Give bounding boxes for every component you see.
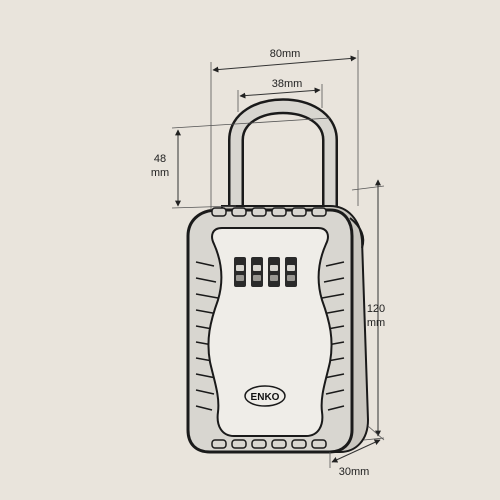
dim-shackle-width: 38mm bbox=[237, 78, 323, 112]
label-depth: 30mm bbox=[339, 466, 370, 478]
label-shackle-height-value: 48 bbox=[154, 153, 166, 165]
shackle bbox=[228, 98, 338, 215]
label-shackle-height-unit: mm bbox=[151, 167, 169, 179]
label-body-height-value: 120 bbox=[367, 303, 385, 315]
dim-body-height: 120 mm bbox=[351, 179, 385, 441]
label-shackle-width: 38mm bbox=[272, 78, 303, 90]
combination-dials bbox=[234, 257, 297, 287]
dim-width-overall: 80mm bbox=[210, 48, 359, 210]
lock-body: ENKO bbox=[186, 207, 354, 454]
brand-label: ENKO bbox=[251, 392, 280, 403]
dim-depth: 30mm bbox=[329, 425, 385, 478]
brand-logo: ENKO bbox=[244, 385, 286, 407]
label-body-height-unit: mm bbox=[367, 317, 385, 329]
label-width-overall: 80mm bbox=[270, 48, 301, 60]
dim-shackle-height: 48 mm bbox=[151, 117, 331, 209]
top-ridges bbox=[211, 207, 327, 217]
bottom-ridges bbox=[211, 439, 327, 449]
